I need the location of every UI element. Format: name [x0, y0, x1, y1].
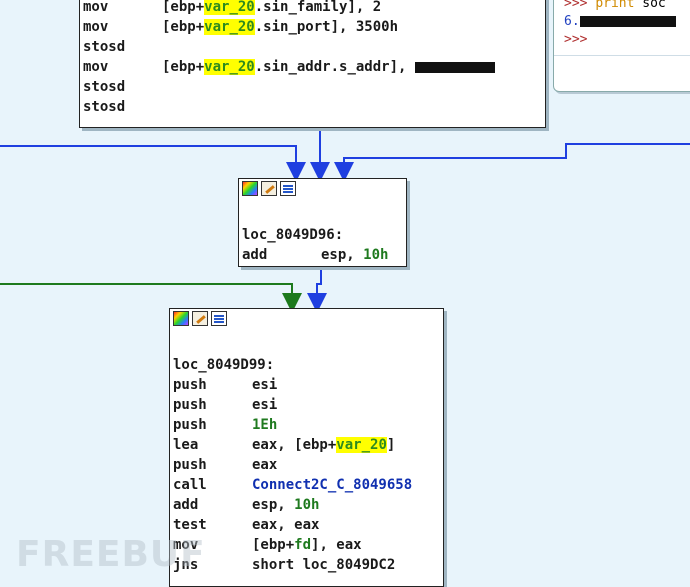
instr-line: mov[ebp+var_20.sin_addr.s_addr],: [80, 57, 545, 77]
console-line: >>> print soc: [564, 0, 666, 11]
edge-right-to-mid: [334, 143, 690, 182]
python-console[interactable]: >>> print soc 6. >>>: [553, 0, 690, 92]
redacted-output: [579, 16, 676, 27]
block-label: loc_8049D99:: [173, 357, 275, 373]
edge-mid-to-bottom: [307, 267, 327, 313]
color-palette-icon[interactable]: [173, 311, 189, 326]
code-block-top[interactable]: mov[ebp+var_20.sin_family], 2 mov[ebp+va…: [79, 0, 546, 128]
console-divider: [554, 55, 690, 56]
color-palette-icon[interactable]: [242, 181, 258, 196]
edge-left-to-mid: [0, 145, 306, 182]
instr-line: stosd: [83, 99, 126, 115]
spacer-line: [239, 199, 406, 225]
edit-icon[interactable]: [192, 311, 208, 326]
graph-view-icon[interactable]: [211, 311, 227, 326]
graph-view-icon[interactable]: [280, 181, 296, 196]
console-line: >>>: [564, 32, 588, 47]
instr-line: stosd: [83, 79, 126, 95]
edge-green-to-bottom: [0, 283, 302, 313]
block-toolbar: [170, 309, 443, 329]
spacer-line: [170, 329, 443, 355]
redacted-address: [414, 61, 495, 73]
block-label: loc_8049D96:: [242, 227, 344, 243]
instr-line: mov[ebp+fd], eax: [173, 537, 362, 553]
block-toolbar: [239, 179, 406, 199]
edit-icon[interactable]: [261, 181, 277, 196]
call-target-link[interactable]: Connect2C_C_8049658: [252, 477, 413, 493]
console-line: 6.: [554, 13, 690, 31]
instr-line: mov[ebp+var_20.sin_port], 3500h: [83, 19, 399, 35]
instr-line: mov[ebp+var_20.sin_family], 2: [83, 0, 382, 15]
watermark-logo: FREEBUF: [16, 534, 206, 575]
instr-line: stosd: [83, 39, 126, 55]
